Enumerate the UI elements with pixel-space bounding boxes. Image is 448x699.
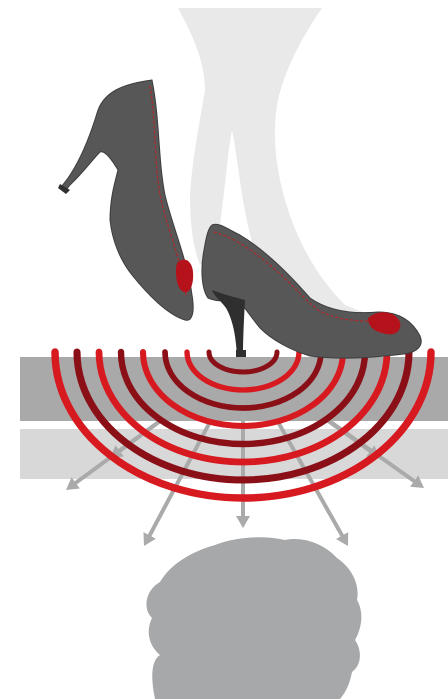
left-shoe-body bbox=[62, 80, 193, 320]
left-high-heel-shoe bbox=[58, 80, 193, 320]
person-head-silhouette bbox=[146, 537, 361, 699]
floor-bottom-layer bbox=[20, 429, 448, 479]
right-shoe-heel-tip bbox=[236, 350, 246, 357]
